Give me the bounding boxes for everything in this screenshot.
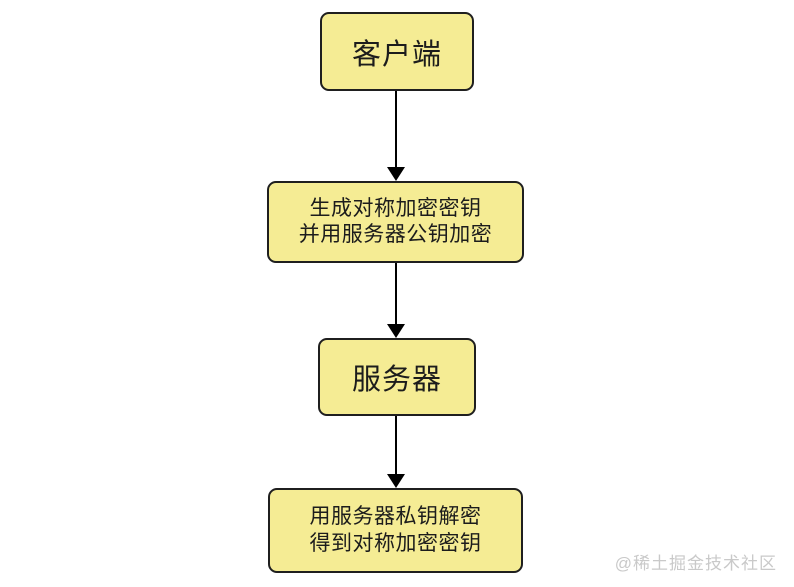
node-generate-key: 生成对称加密密钥 并用服务器公钥加密 bbox=[267, 181, 524, 263]
arrowhead-down-icon bbox=[387, 167, 405, 181]
node-client: 客户端 bbox=[320, 12, 474, 91]
node-label: 生成对称加密密钥 bbox=[309, 196, 482, 220]
node-label: 客户端 bbox=[351, 38, 442, 71]
arrow-down-2 bbox=[387, 263, 405, 338]
node-label-line2: 得到对称加密密钥 bbox=[309, 531, 482, 555]
node-label-line2: 并用服务器公钥加密 bbox=[298, 223, 493, 246]
node-decrypt-key: 用服务器私钥解密 得到对称加密密钥 bbox=[268, 488, 523, 573]
node-server: 服务器 bbox=[318, 338, 476, 416]
watermark: @稀土掘金技术社区 bbox=[614, 554, 777, 573]
arrow-line bbox=[395, 416, 397, 474]
arrow-down-1 bbox=[387, 91, 405, 181]
arrowhead-down-icon bbox=[387, 324, 405, 338]
node-label: 用服务器私钥解密 bbox=[309, 505, 482, 529]
node-label: 服务器 bbox=[351, 364, 442, 396]
arrow-down-3 bbox=[387, 416, 405, 488]
arrow-line bbox=[395, 91, 397, 167]
arrow-line bbox=[395, 263, 397, 324]
arrowhead-down-icon bbox=[387, 474, 405, 488]
